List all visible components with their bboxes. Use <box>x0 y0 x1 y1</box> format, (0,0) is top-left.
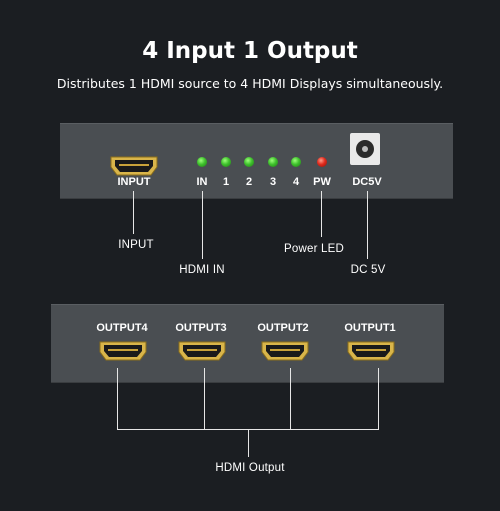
output3-callout-line <box>204 368 205 430</box>
input-callout: INPUT <box>118 239 154 251</box>
hdmi-port-icon <box>346 340 396 362</box>
hdmi-output-callout: HDMI Output <box>215 462 285 474</box>
dc-label: DC5V <box>352 176 382 188</box>
led-3 <box>268 157 278 167</box>
output4-callout-line <box>117 368 118 430</box>
led-label-2: 2 <box>245 176 253 188</box>
page-subtitle: Distributes 1 HDMI source to 4 HDMI Disp… <box>56 76 444 91</box>
output3-label: OUTPUT3 <box>175 322 227 334</box>
led-label-4: 4 <box>292 176 300 188</box>
output2-callout-line <box>290 368 291 430</box>
output-stem-line <box>248 429 249 457</box>
led-2 <box>244 157 254 167</box>
hdmi-port-icon <box>109 155 159 177</box>
led-label-1: 1 <box>222 176 230 188</box>
led-pw <box>317 157 327 167</box>
led-label-pw: PW <box>313 176 331 188</box>
hdmi-port-icon <box>177 340 227 362</box>
hdmi-in-callout: HDMI IN <box>179 264 225 276</box>
led-1 <box>221 157 231 167</box>
led-label-3: 3 <box>269 176 277 188</box>
output2-label: OUTPUT2 <box>257 322 309 334</box>
page-title: 4 Input 1 Output <box>142 38 358 64</box>
input-port-label: INPUT <box>117 176 151 188</box>
input-callout-line <box>133 191 134 234</box>
hdmi-in-callout-line <box>202 191 203 259</box>
output1-label: OUTPUT1 <box>344 322 396 334</box>
led-label-in: IN <box>196 176 208 188</box>
led-4 <box>291 157 301 167</box>
output4-label: OUTPUT4 <box>96 322 148 334</box>
output1-callout-line <box>378 368 379 430</box>
dc-callout: DC 5V <box>350 264 386 276</box>
led-in <box>197 157 207 167</box>
dc-jack-icon <box>350 133 380 165</box>
power-led-callout: Power LED <box>284 243 344 255</box>
dc-callout-line <box>367 191 368 259</box>
power-led-callout-line <box>321 191 322 237</box>
hdmi-port-icon <box>98 340 148 362</box>
hdmi-port-icon <box>260 340 310 362</box>
